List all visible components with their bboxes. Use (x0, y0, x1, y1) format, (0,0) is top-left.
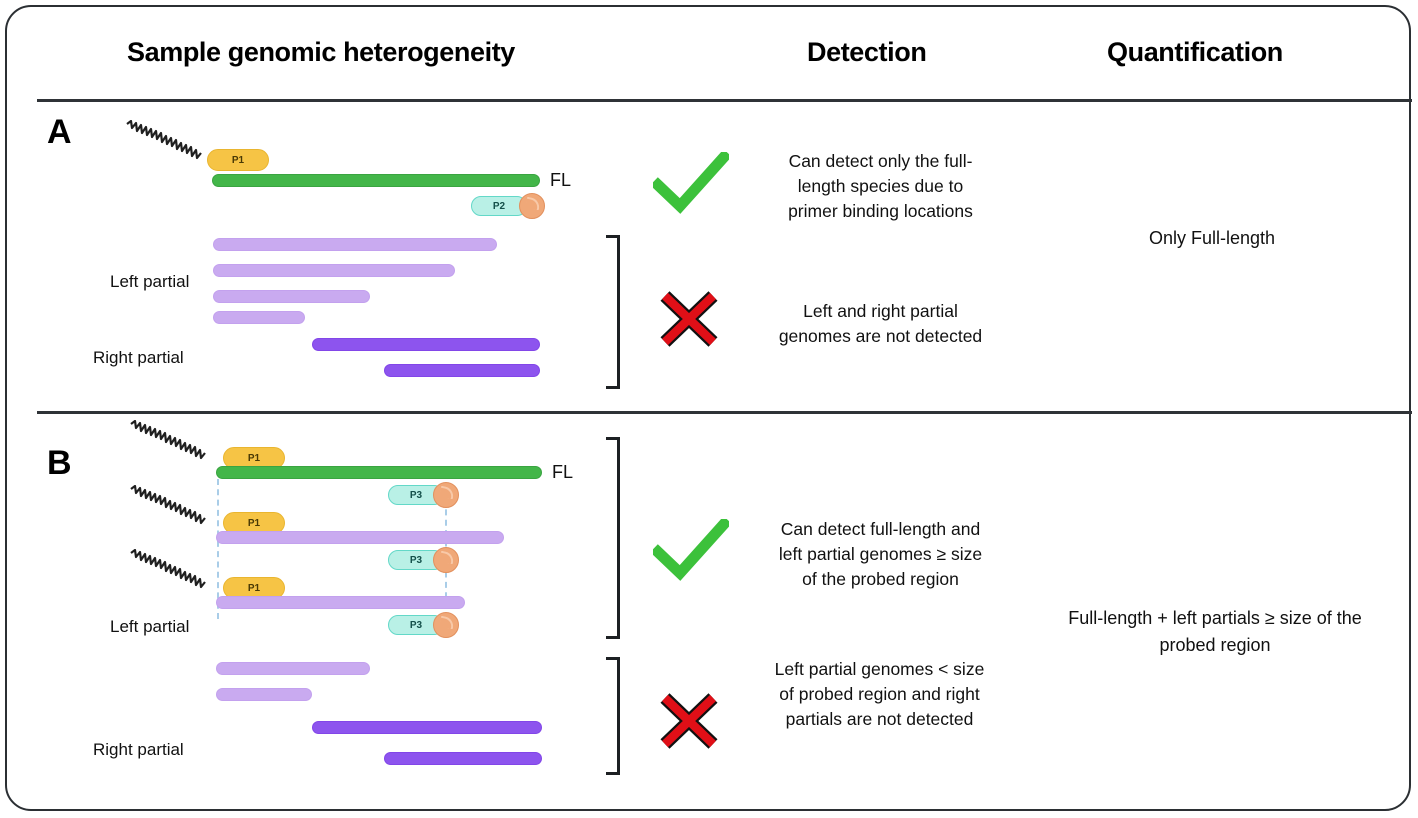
bar-left-partial-undetected (216, 662, 370, 675)
primer-tail-squiggle-icon (126, 120, 202, 160)
bar-left-partial (213, 290, 370, 303)
bracket-detected-panel-b (606, 437, 620, 639)
figure-frame: Sample genomic heterogeneity Detection Q… (5, 5, 1412, 811)
red-cross-icon (660, 693, 718, 749)
bar-left-partial-detected (216, 596, 465, 609)
quantification-text-panel-a: Only Full-length (1148, 228, 1276, 248)
primer-tail-squiggle-icon (130, 549, 206, 589)
probe-label: P3 (409, 554, 423, 566)
primer-label: P1 (247, 452, 261, 464)
column-header-sample: Sample genomic heterogeneity (127, 37, 515, 67)
fluorophore-row-3 (433, 612, 459, 638)
panel-label-a: A (47, 113, 72, 151)
bar-left-partial (213, 311, 305, 324)
bracket-undetected-panel-b (606, 657, 620, 775)
row-label-right-partial-panel-a: Right partial (93, 348, 184, 367)
probe-label: P3 (409, 619, 423, 631)
guide-line-left (217, 479, 219, 619)
row-label-left-partial-panel-b: Left partial (110, 617, 190, 636)
detection-text-not-detected-panel-b: Left partial genomes < size of probed re… (774, 659, 985, 729)
bar-left-partial-undetected (216, 688, 312, 701)
detection-text-detected-panel-a: Can detect only the full-length species … (788, 151, 973, 221)
quantification-text-panel-b: Full-length + left partials ≥ size of th… (1068, 608, 1362, 655)
column-header-quantification: Quantification (1107, 37, 1283, 67)
bar-right-partial-undetected (312, 721, 542, 734)
detection-text-detected-panel-b: Can detect full-length and left partial … (778, 519, 983, 589)
detection-text-not-detected-panel-a: Left and right partial genomes are not d… (778, 301, 983, 346)
panel-label-b: B (47, 444, 72, 482)
green-check-icon (653, 519, 729, 581)
primer-tail-squiggle-icon (130, 420, 206, 460)
green-check-icon (653, 152, 729, 214)
probe-label: P2 (492, 200, 506, 212)
fl-label-panel-b: FL (552, 462, 574, 482)
row-label-left-partial-panel-a: Left partial (110, 272, 190, 291)
divider-top (37, 99, 1412, 102)
primer-label: P1 (231, 154, 245, 166)
red-cross-icon (660, 291, 718, 347)
fluorophore-row-1 (433, 482, 459, 508)
primer-label: P1 (247, 517, 261, 529)
bracket-undetected-panel-a (606, 235, 620, 389)
row-label-right-partial-panel-b: Right partial (93, 740, 184, 759)
column-header-detection: Detection (807, 37, 927, 67)
bar-left-partial (213, 238, 497, 251)
divider-middle (37, 411, 1412, 414)
fluorophore-row-2 (433, 547, 459, 573)
bar-left-partial (213, 264, 455, 277)
bar-right-partial (384, 364, 540, 377)
primer-label: P1 (247, 582, 261, 594)
fluorophore-panel-a (519, 193, 545, 219)
bar-right-partial-undetected (384, 752, 542, 765)
bar-right-partial (312, 338, 540, 351)
probe-p3-row-1: P3 (388, 485, 444, 505)
primer-tail-squiggle-icon (130, 485, 206, 525)
bar-full-length-panel-a (212, 174, 540, 187)
fl-label-panel-a: FL (550, 170, 572, 190)
bar-left-partial-detected (216, 531, 504, 544)
probe-label: P3 (409, 489, 423, 501)
primer-p1-panel-a: P1 (207, 149, 269, 171)
bar-full-length-panel-b (216, 466, 542, 479)
